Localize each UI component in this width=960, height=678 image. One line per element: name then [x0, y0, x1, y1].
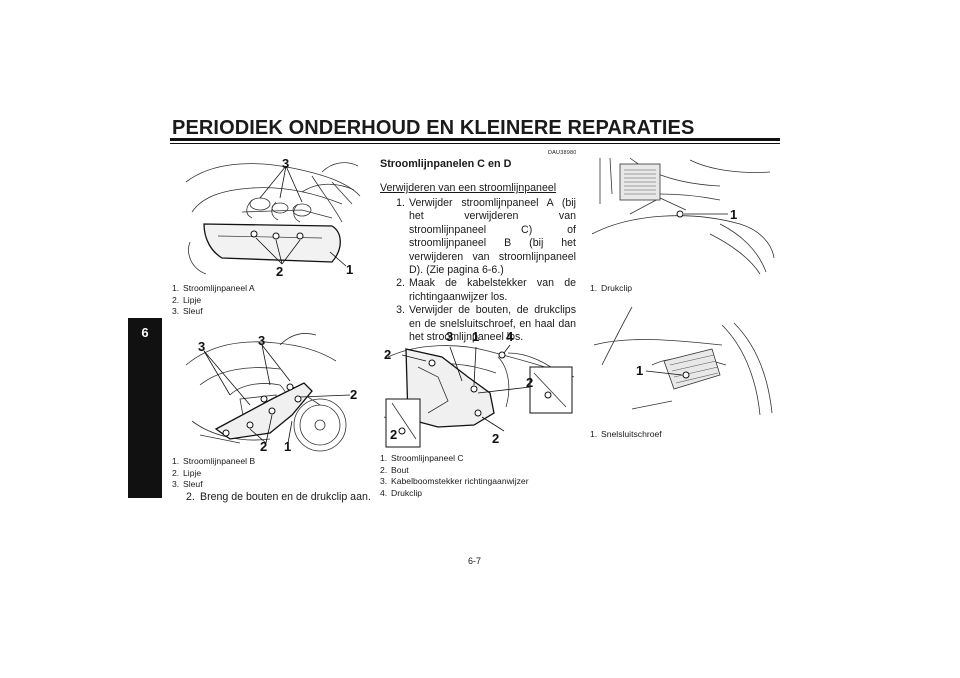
legend-item: 3.Kabelboomstekker richtingaanwijzer: [380, 476, 529, 487]
removal-steps: 1.Verwijder stroomlijnpaneel A (bij het …: [380, 197, 576, 344]
legend-item: 3.Sleuf: [172, 306, 203, 317]
fig3-callout-2a: 2: [384, 347, 391, 362]
chapter-tab-number: 6: [141, 325, 149, 340]
fig2-legend: 1.Stroomlijnpaneel B 2.Lipje 3.Sleuf: [172, 456, 255, 491]
fig2-callout-2a: 2: [350, 387, 357, 402]
list-item: 2.Maak de kabelstekker van de richtin­ga…: [396, 277, 576, 303]
list-item: 3.Verwijder de bouten, de drukclips en d…: [396, 304, 576, 344]
legend-item: 1.Stroomlijnpaneel C: [380, 453, 464, 463]
legend-item: 1.Drukclip: [590, 283, 633, 293]
snelsluitschroef-illustration: 1: [593, 306, 773, 416]
fig1-legend: 1.Stroomlijnpaneel A 2.Lipje 3.Sleuf: [172, 283, 255, 318]
page-number: 6-7: [468, 556, 482, 566]
legend-item: 4.Drukclip: [380, 487, 423, 498]
fig2-callout-3a: 3: [198, 339, 205, 354]
section-heading: Stroomlijnpanelen C en D: [380, 158, 512, 170]
fig5-legend: 1.Snelsluitschroef: [590, 429, 662, 441]
figure-snelsluitschroef: 1: [592, 305, 776, 423]
fig3-callout-2b: 2: [526, 375, 533, 390]
header-rule-thin: [170, 143, 780, 144]
chapter-tab: 6: [128, 318, 162, 498]
fig1-callout-1: 1: [346, 262, 353, 277]
figure-drukclip: 1: [590, 154, 776, 278]
fig2-callout-2b: 2: [260, 439, 267, 453]
fig1-callout-2: 2: [276, 264, 283, 278]
page-title: PERIODIEK ONDERHOUD EN KLEINERE REPARATI…: [172, 117, 695, 139]
fairing-b-illustration: 3 3 2 2 1: [185, 333, 357, 453]
figure-fairing-b: 3 3 2 2 1: [180, 325, 364, 453]
fig5-callout-1: 1: [636, 363, 643, 378]
fig3-callout-2c: 2: [390, 427, 397, 442]
fig1-callout-3: 3: [282, 156, 289, 171]
legend-item: 3.Sleuf: [172, 479, 203, 490]
legend-item: 2.Bout: [380, 464, 409, 475]
legend-item: 2.Lipje: [172, 294, 202, 305]
fig3-callout-1: 1: [472, 329, 479, 344]
figure-fairing-a: 3 2 1: [182, 152, 362, 278]
legend-item: 1.Stroomlijnpaneel A: [172, 283, 255, 293]
header-rule-thick: [170, 138, 780, 141]
fig3-legend: 1.Stroomlijnpaneel C 2.Bout 3.Kabelbooms…: [380, 453, 529, 499]
document-code: DAU38980: [548, 150, 577, 156]
legend-item: 2.Lipje: [172, 467, 202, 478]
section-subheading: Verwijderen van een stroomlijnpaneel: [380, 182, 557, 194]
fairing-c-illustration: 3 1 4 2 2 2 2: [383, 329, 575, 448]
list-item: 1.Verwijder stroomlijnpaneel A (bij het …: [396, 197, 576, 277]
fairing-a-illustration: 3 2 1: [185, 156, 361, 278]
legend-item: 1.Stroomlijnpaneel B: [172, 456, 256, 466]
fig4-callout-1: 1: [730, 207, 737, 222]
figure-fairing-c: 3 1 4 2 2 2 2: [378, 327, 578, 451]
left-step-2: 2.Breng de bouten en de drukclip aan.: [186, 491, 371, 503]
drukclip-illustration: 1: [591, 157, 775, 275]
fig3-callout-3: 3: [446, 329, 453, 344]
fig3-callout-2d: 2: [492, 431, 499, 446]
fig2-callout-1: 1: [284, 439, 291, 453]
fig4-legend: 1.Drukclip: [590, 283, 632, 295]
fig2-callout-3b: 3: [258, 333, 265, 348]
fig3-callout-4: 4: [506, 329, 514, 344]
legend-item: 1.Snelsluitschroef: [590, 429, 662, 439]
